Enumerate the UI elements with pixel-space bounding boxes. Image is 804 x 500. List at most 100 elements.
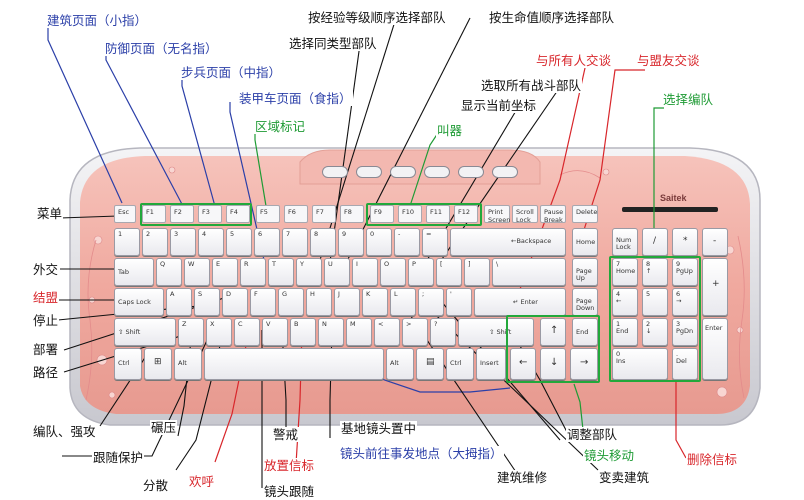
key-j[interactable]: J <box>334 288 360 316</box>
key-numpad-delete[interactable]: . Del <box>672 348 698 380</box>
key-windows[interactable]: ⊞ <box>144 348 172 380</box>
key-e[interactable]: E <box>212 258 238 286</box>
key-left-ctrl[interactable]: Ctrl <box>114 348 142 380</box>
key-f3[interactable]: F3 <box>198 205 222 223</box>
key-o[interactable]: O <box>380 258 406 286</box>
key-equals[interactable]: = <box>422 228 448 256</box>
key-delete[interactable]: Delete <box>572 205 598 223</box>
key-5[interactable]: 5 <box>226 228 252 256</box>
key-left[interactable]: ← <box>510 348 536 380</box>
key-pause-break[interactable]: Pause Break <box>540 205 566 224</box>
key-right-ctrl[interactable]: Ctrl <box>446 348 474 380</box>
key-semicolon[interactable]: ; <box>418 288 444 316</box>
key-numpad-subtract[interactable]: - <box>702 228 728 256</box>
key-f9[interactable]: F9 <box>370 205 394 223</box>
key-numpad-divide[interactable]: / <box>642 228 668 256</box>
key-f12[interactable]: F12 <box>454 205 478 223</box>
key-i[interactable]: I <box>352 258 378 286</box>
key-6[interactable]: 6 <box>254 228 280 256</box>
media-button-6[interactable] <box>492 166 518 178</box>
key-slash[interactable]: ? <box>430 318 456 346</box>
key-u[interactable]: U <box>324 258 350 286</box>
key-m[interactable]: M <box>346 318 372 346</box>
key-num-lock[interactable]: Num Lock <box>612 228 638 256</box>
key-menu[interactable]: ▤ <box>416 348 444 380</box>
key-numpad-9[interactable]: 9 PgUp <box>672 258 698 286</box>
key-numpad-enter[interactable]: Enter <box>702 318 728 380</box>
key-n[interactable]: N <box>318 318 344 346</box>
key-caps-lock[interactable]: Caps Lock <box>114 288 164 316</box>
key-numpad-2[interactable]: 2 ↓ <box>642 318 668 346</box>
key-insert[interactable]: Insert <box>476 348 506 380</box>
key-numpad-3[interactable]: 3 PgDn <box>672 318 698 346</box>
key-f11[interactable]: F11 <box>426 205 450 223</box>
key-numpad-8[interactable]: 8 ↑ <box>642 258 668 286</box>
media-button-3[interactable] <box>390 166 416 178</box>
key-space[interactable] <box>204 348 384 380</box>
key-f10[interactable]: F10 <box>398 205 422 223</box>
key-b[interactable]: B <box>290 318 316 346</box>
media-button-1[interactable] <box>322 166 348 178</box>
key-right[interactable]: → <box>570 348 598 380</box>
key-3[interactable]: 3 <box>170 228 196 256</box>
key-4[interactable]: 4 <box>198 228 224 256</box>
key-0[interactable]: 0 <box>366 228 392 256</box>
key-tab[interactable]: Tab <box>114 258 154 286</box>
key-numpad-6[interactable]: 6 → <box>672 288 698 316</box>
media-button-5[interactable] <box>458 166 484 178</box>
key-k[interactable]: K <box>362 288 388 316</box>
key-8[interactable]: 8 <box>310 228 336 256</box>
key-f8[interactable]: F8 <box>340 205 364 223</box>
key-numpad-add[interactable]: + <box>702 258 728 316</box>
key-backslash[interactable]: \ <box>492 258 566 286</box>
key-comma[interactable]: < <box>374 318 400 346</box>
media-button-4[interactable] <box>424 166 450 178</box>
key-rbracket[interactable]: ] <box>464 258 490 286</box>
key-numpad-multiply[interactable]: * <box>672 228 698 256</box>
key-end[interactable]: End <box>572 318 598 346</box>
key-left-shift[interactable]: ⇧ Shift <box>114 318 176 346</box>
key-a[interactable]: A <box>166 288 192 316</box>
key-esc[interactable]: Esc <box>114 205 136 223</box>
key-d[interactable]: D <box>222 288 248 316</box>
key-1[interactable]: 1 <box>114 228 140 256</box>
key-right-alt[interactable]: Alt <box>386 348 414 380</box>
key-c[interactable]: C <box>234 318 260 346</box>
key-page-down[interactable]: Page Down <box>572 288 598 316</box>
key-h[interactable]: H <box>306 288 332 316</box>
key-v[interactable]: V <box>262 318 288 346</box>
key-t[interactable]: T <box>268 258 294 286</box>
key-s[interactable]: S <box>194 288 220 316</box>
key-down[interactable]: ↓ <box>540 348 566 380</box>
key-left-alt[interactable]: Alt <box>174 348 202 380</box>
key-p[interactable]: P <box>408 258 434 286</box>
media-button-2[interactable] <box>356 166 382 178</box>
key-2[interactable]: 2 <box>142 228 168 256</box>
key-period[interactable]: > <box>402 318 428 346</box>
key-numpad-7[interactable]: 7 Home <box>612 258 638 286</box>
key-f2[interactable]: F2 <box>170 205 194 223</box>
key-7[interactable]: 7 <box>282 228 308 256</box>
key-enter[interactable]: ↵ Enter <box>474 288 566 316</box>
key-f[interactable]: F <box>250 288 276 316</box>
key-lbracket[interactable]: [ <box>436 258 462 286</box>
key-home[interactable]: Home <box>572 228 598 256</box>
key-quote[interactable]: ' <box>446 288 472 316</box>
key-q[interactable]: Q <box>156 258 182 286</box>
key-numpad-4[interactable]: 4 ← <box>612 288 638 316</box>
key-l[interactable]: L <box>390 288 416 316</box>
key-minus[interactable]: - <box>394 228 420 256</box>
key-r[interactable]: R <box>240 258 266 286</box>
key-g[interactable]: G <box>278 288 304 316</box>
key-z[interactable]: Z <box>178 318 204 346</box>
key-scroll-lock[interactable]: Scroll Lock <box>512 205 538 224</box>
key-f6[interactable]: F6 <box>284 205 308 223</box>
key-backspace[interactable]: ←Backspace <box>450 228 566 256</box>
key-numpad-5[interactable]: 5 <box>642 288 668 316</box>
key-y[interactable]: Y <box>296 258 322 286</box>
key-numpad-1[interactable]: 1 End <box>612 318 638 346</box>
key-f5[interactable]: F5 <box>256 205 280 223</box>
key-w[interactable]: W <box>184 258 210 286</box>
key-f7[interactable]: F7 <box>312 205 336 223</box>
key-print-screen[interactable]: Print Screen <box>484 205 510 224</box>
